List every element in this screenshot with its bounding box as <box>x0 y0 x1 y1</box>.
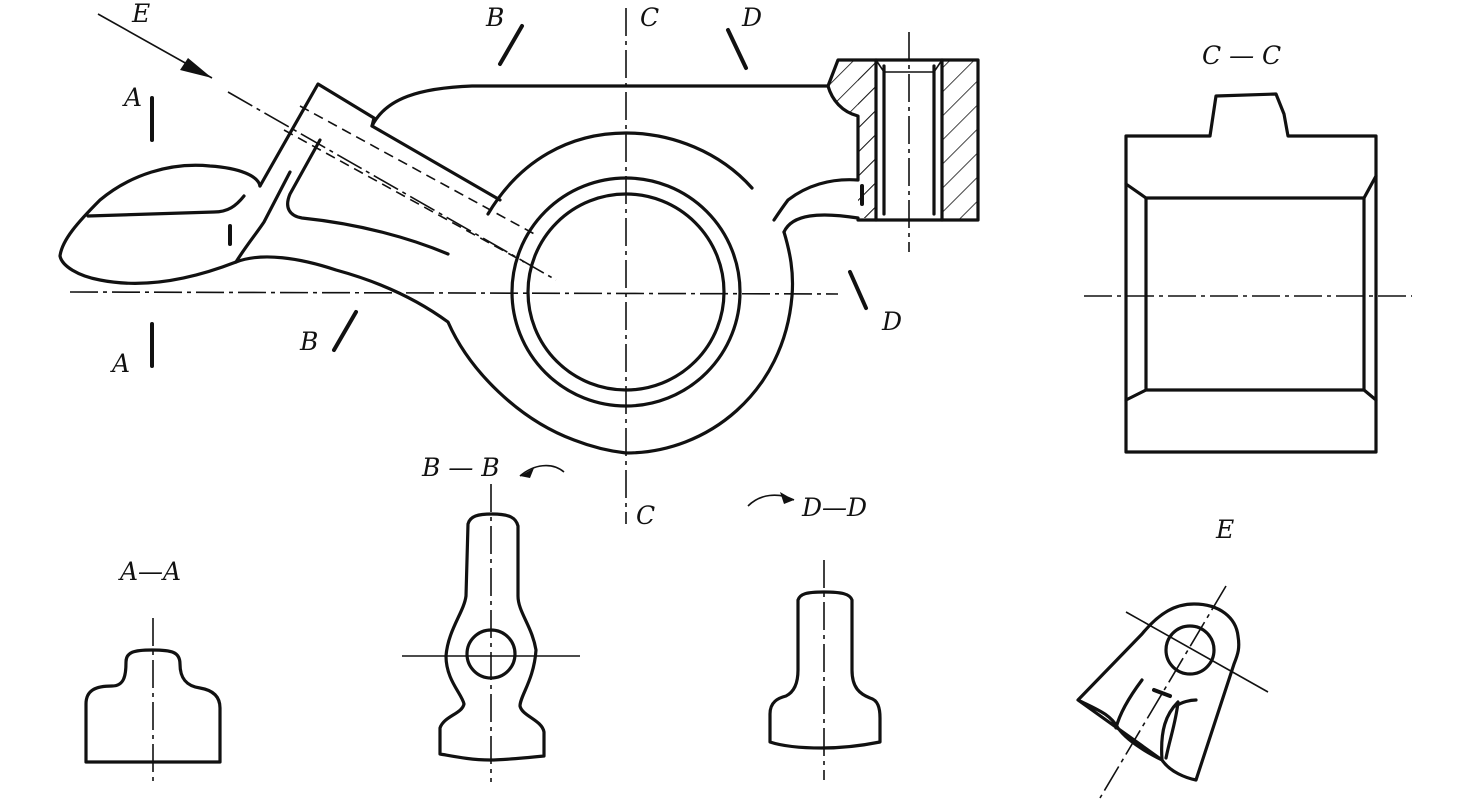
oil-arm-upper-edge <box>258 82 376 188</box>
oil-hole-hidden-1 <box>299 105 539 237</box>
cam-pad-outline <box>58 163 262 285</box>
section-d-d: D—D <box>747 492 882 780</box>
aa-profile <box>84 648 222 764</box>
boss-hatched-right <box>942 60 978 220</box>
label-section-aa: A—A <box>118 557 181 586</box>
boss-outline <box>826 58 980 222</box>
oil-arm-lower-edge <box>234 170 292 264</box>
cc-top-wall <box>1124 92 1378 200</box>
hub-outer-arc <box>624 230 795 455</box>
view-e: E <box>1076 515 1269 799</box>
bb-rotation-arrow <box>519 464 565 477</box>
horizontal-centerline <box>69 291 839 295</box>
cc-bottom-wall <box>1124 388 1378 454</box>
label-view-e: E <box>1215 515 1234 544</box>
upper-body-outline <box>370 84 860 222</box>
label-a-bottom: A <box>110 349 130 378</box>
lower-arm-outline <box>234 255 628 455</box>
label-section-bb: B — B <box>421 453 500 482</box>
hub-right-shoulder <box>782 213 860 234</box>
bb-profile <box>438 512 546 762</box>
section-a-a: A—A <box>84 557 222 786</box>
cut-mark-d-bottom <box>848 270 868 310</box>
label-section-cc: C — C <box>1202 41 1281 70</box>
label-c-bottom: C <box>636 501 655 530</box>
view-arrow-e-head <box>180 58 212 78</box>
oil-hole-hidden-2 <box>283 129 525 263</box>
hub-outer-arc-left <box>486 131 754 216</box>
label-d-bottom: D <box>881 307 902 336</box>
boss-hatched-left <box>828 60 876 218</box>
right-boss <box>826 32 980 252</box>
cut-mark-b-bottom <box>332 310 358 352</box>
e-inner-slot <box>1114 678 1198 730</box>
boss-chamfer-top <box>875 59 943 73</box>
label-b-top: B <box>485 3 504 32</box>
label-b-bottom: B <box>299 327 318 356</box>
e-profile <box>1076 602 1241 782</box>
bb-rotation-arrow-head <box>520 468 534 478</box>
e-oil-hole <box>1164 624 1216 676</box>
label-c-top: C <box>640 3 659 32</box>
label-e-main: E <box>131 0 150 28</box>
dd-profile <box>768 590 882 750</box>
label-d-top: D <box>741 3 762 32</box>
label-section-dd: D—D <box>801 493 867 522</box>
e-centerline-2 <box>1125 611 1269 693</box>
label-a-top: A <box>122 83 142 112</box>
section-b-b: B — B <box>402 453 580 782</box>
e-mark <box>1152 688 1172 698</box>
oil-arm-rib-2 <box>370 124 502 202</box>
cut-mark-b-top <box>498 24 524 66</box>
dd-rotation-arrow-head <box>780 492 794 504</box>
oil-arm-inner-rib <box>286 138 450 256</box>
main-view: E A A B B C C D D <box>58 0 980 530</box>
section-c-c: C — C <box>1084 41 1412 454</box>
cut-mark-d-top <box>726 28 748 70</box>
cam-pad-inner <box>86 194 246 218</box>
oil-hole-centerline <box>227 91 557 281</box>
